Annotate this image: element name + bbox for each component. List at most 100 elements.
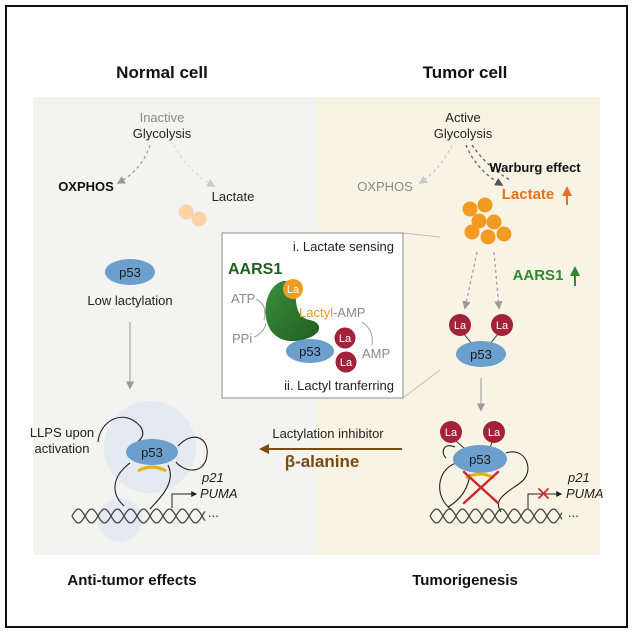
lactyl-group [334,327,356,349]
p53-label: p53 [299,344,321,359]
amp-part: -AMP [333,305,366,320]
inset-connector [402,232,441,238]
lactate-la-group [283,279,303,299]
p53-label: p53 [470,347,492,362]
no-transcription-x-icon [538,488,549,499]
normal-glycolysis-state: Inactive [140,110,185,125]
p53-protein [126,439,178,465]
normal-glycolysis-label: Glycolysis [133,126,192,141]
tumor-metabolism: Active Glycolysis Warburg effect OXPHOS … [357,110,581,245]
inset-connector [402,369,441,399]
chromatin-loops-normal [97,416,208,510]
transcription-arrow [171,491,198,508]
inset-box [221,232,404,399]
p53-protein [105,259,155,285]
warburg-effect-label: Warburg effect [489,160,581,175]
la-label: La [488,427,501,439]
mechanism-inset: i. Lactate sensing AARS1 ATP PPi La Lact… [221,232,404,399]
lactate-molecule [464,224,480,240]
normal-cell-title: Normal cell [116,63,208,82]
chromatin-loop [497,451,529,513]
chromatin-loop [175,436,208,471]
llps-label-line2: activation [35,441,90,456]
dna-strand [71,508,206,524]
gene-puma-label: PUMA [566,486,604,501]
lactyl-amp-label: Lactyl-AMP [299,305,365,320]
chromatin-loop [114,462,131,507]
blocked-binding-x-icon [462,470,500,505]
normal-outcome-label: Anti-tumor effects [67,572,196,589]
tumor-lactylation: AARS1 p53 La La [449,251,580,412]
step1-label: i. Lactate sensing [293,239,394,254]
step2-label: ii. Lactyl tranferring [284,378,394,393]
lactyl-group [335,351,357,373]
atp-label: ATP [231,291,255,306]
lactate-molecule [477,197,493,213]
tumor-cell-title: Tumor cell [423,63,508,82]
p53-label: p53 [141,445,163,460]
chromatin-loop [149,464,171,510]
la-label: La [339,333,352,345]
lactate-molecule [462,201,478,217]
lactate-molecule [480,229,496,245]
more-genes-ellipsis: ... [208,505,219,520]
normal-lactate-label: Lactate [212,189,255,204]
dna-strand [71,508,206,524]
lactate-molecule [178,204,194,220]
low-lactylation-label: Low lactylation [87,293,172,308]
inhibitor-label: Lactylation inhibitor [272,426,384,441]
lactate-molecule [486,214,502,230]
dna-strand [429,508,563,524]
la-label: La [445,427,458,439]
la-label: La [454,320,467,332]
p53-protein [453,445,507,473]
p53-label: p53 [119,265,141,280]
tumor-outcome-label: Tumorigenesis [412,572,518,589]
lactate-molecule [471,213,487,229]
chromatin-loops-tumor [439,445,529,513]
tumor-to-lactate-arrow-2 [471,144,511,181]
llps-condensate-halo-small [98,498,142,542]
lactate-molecule [496,226,512,242]
lactyl-group [449,314,471,336]
inset-aars1-label: AARS1 [228,261,282,278]
lactyl-group [440,421,462,443]
gene-p21-label: p21 [201,470,224,485]
tumor-to-oxphos-arrow [418,144,453,184]
ppi-arc [253,322,267,338]
outer-frame [5,5,628,628]
la-label: La [287,284,300,296]
p53-protein [456,341,506,367]
lactyl-group [483,421,505,443]
chromatin-loop [97,416,144,447]
la-label: La [340,357,353,369]
gene-puma-label: PUMA [200,486,238,501]
lactyl-part: Lactyl [299,305,333,320]
more-genes-ellipsis: ... [568,505,579,520]
tumor-gene-repression: p21 PUMA ... [429,470,604,524]
ppi-label: PPi [232,331,252,346]
tumor-glycolysis-label: Glycolysis [434,126,493,141]
tumor-lactate-label: Lactate [502,186,555,203]
chromatin-loop [442,445,456,459]
atp-arc [255,298,266,321]
p53-label: p53 [469,452,491,467]
gene-p21-label: p21 [567,470,590,485]
chromatin-loop [439,462,457,511]
tumor-inactive-complex: p53 La La [439,421,529,513]
lactyl-group [491,314,513,336]
normal-oxphos-label: OXPHOS [58,179,114,194]
p53-protein [286,339,334,363]
amp-label: AMP [362,346,390,361]
normal-metabolism: Inactive Glycolysis OXPHOS Lactate [58,110,254,227]
tumor-oxphos-label: OXPHOS [357,179,413,194]
beta-alanine-label: β-alanine [285,452,360,471]
normal-to-oxphos-arrow [116,144,151,184]
llps-label-line1: LLPS upon [30,425,94,440]
normal-gene-activation: p21 PUMA ... [71,470,238,524]
tumor-glycolysis-state: Active [445,110,480,125]
dna-binding-domain [137,465,167,473]
transcription-arrow [527,491,563,508]
normal-p53-state: p53 Low lactylation [87,259,173,390]
